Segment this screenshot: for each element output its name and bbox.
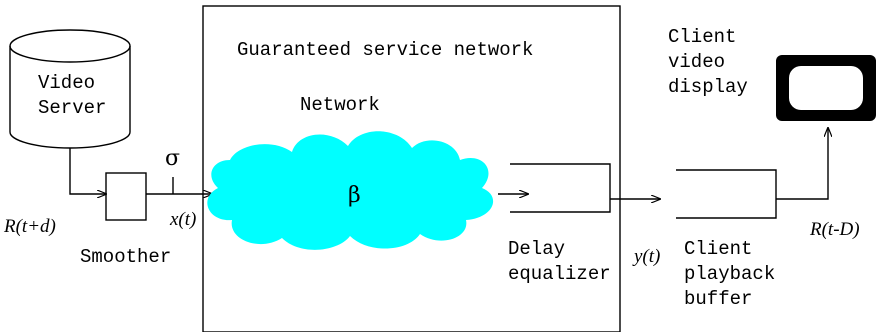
input-signal-label: R(t+d): [3, 216, 56, 237]
network-box-title: Guaranteed service network: [237, 39, 533, 61]
output-signal-label: R(t-D): [809, 219, 860, 240]
smoother-label: Smoother: [80, 246, 171, 268]
delay-equalizer-box: [510, 163, 611, 213]
playback-buffer-label-line3: buffer: [684, 288, 752, 310]
x-signal-label: x(t): [169, 209, 196, 230]
network-box: [202, 5, 621, 332]
video-server-label-line1: Video: [38, 72, 95, 94]
network-cloud: [207, 131, 494, 250]
playback-buffer-label-line1: Client: [684, 238, 752, 260]
display-label-line1: Client: [668, 26, 736, 48]
playback-buffer-label-line2: playback: [684, 263, 775, 285]
y-signal-label: y(t): [632, 246, 660, 267]
server-to-smoother-arrow: [69, 148, 106, 194]
smoother-box: [105, 172, 147, 221]
video-display-icon: [776, 55, 876, 121]
video-server-label-line2: Server: [38, 97, 106, 119]
display-label-line2: video: [668, 51, 725, 73]
cloud-network-label: Network: [300, 94, 380, 116]
sigma-symbol: σ: [165, 146, 180, 171]
delay-equalizer-label-line1: Delay: [508, 238, 565, 260]
delay-equalizer-label-line2: equalizer: [508, 263, 611, 285]
beta-symbol: β: [348, 183, 361, 208]
buffer-to-display-arrow: [776, 128, 828, 200]
playback-buffer-box: [676, 169, 777, 219]
display-label-line3: display: [668, 76, 748, 98]
